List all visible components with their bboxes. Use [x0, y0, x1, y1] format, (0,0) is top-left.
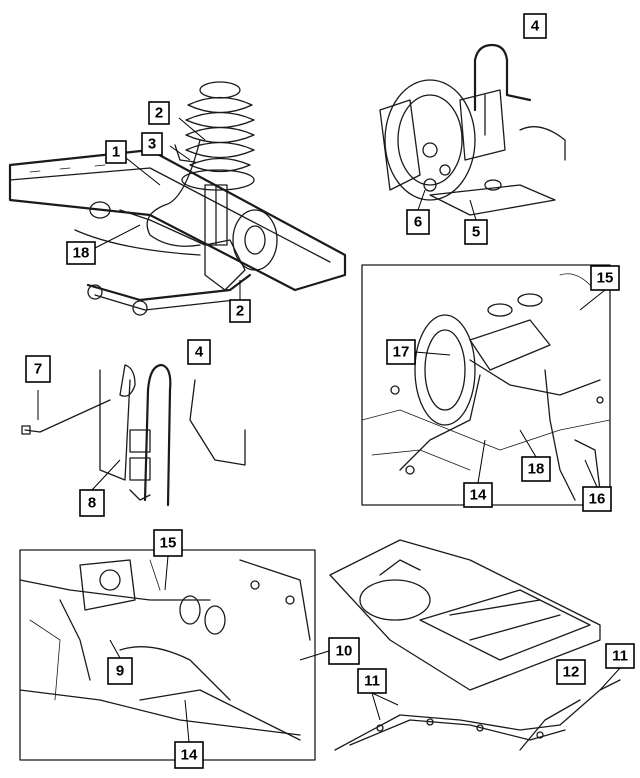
svg-text:18: 18	[73, 245, 90, 262]
callout-2-lower: 2	[229, 299, 251, 323]
svg-text:2: 2	[236, 303, 244, 320]
svg-text:15: 15	[160, 535, 177, 552]
svg-text:6: 6	[414, 214, 422, 231]
callout-18-upper: 18	[66, 241, 96, 265]
svg-text:4: 4	[531, 18, 540, 35]
master-cylinder-illustration	[361, 264, 611, 506]
callout-4-lower: 4	[187, 339, 211, 365]
callout-1: 1	[105, 140, 127, 164]
callout-7: 7	[25, 355, 51, 383]
callout-3: 3	[141, 132, 163, 156]
callout-14-lower: 14	[174, 741, 204, 769]
svg-text:9: 9	[116, 663, 124, 680]
callout-11-right: 11	[605, 643, 635, 669]
callout-15-lower: 15	[153, 529, 183, 557]
callout-5: 5	[464, 219, 488, 245]
brake-caliper-illustration	[379, 43, 566, 216]
wheel-well-bracket-illustration	[21, 363, 246, 507]
svg-text:5: 5	[472, 224, 480, 241]
callout-16: 16	[582, 486, 612, 512]
svg-text:15: 15	[597, 270, 614, 287]
callout-15-upper: 15	[590, 265, 620, 291]
callout-6: 6	[406, 209, 430, 235]
callout-10: 10	[328, 637, 360, 665]
callout-17: 17	[386, 339, 416, 365]
svg-text:12: 12	[563, 664, 580, 681]
callout-14-upper: 14	[463, 482, 493, 508]
engine-bay-illustration	[19, 549, 316, 761]
floor-pan-illustration	[329, 539, 621, 751]
callout-2-upper: 2	[148, 101, 170, 125]
svg-text:18: 18	[528, 461, 545, 478]
callout-4-upper: 4	[523, 13, 547, 39]
callout-18-lower: 18	[521, 456, 551, 482]
callout-11-left: 11	[357, 668, 387, 694]
svg-text:11: 11	[612, 648, 628, 665]
svg-text:7: 7	[34, 361, 42, 378]
svg-text:1: 1	[112, 144, 120, 161]
callout-9: 9	[107, 657, 133, 685]
svg-text:11: 11	[364, 673, 380, 690]
svg-text:3: 3	[148, 136, 156, 153]
svg-text:4: 4	[195, 344, 204, 361]
svg-text:14: 14	[470, 487, 487, 504]
svg-text:2: 2	[155, 105, 163, 122]
svg-text:16: 16	[589, 491, 606, 508]
svg-text:10: 10	[336, 643, 353, 660]
callout-12: 12	[556, 659, 586, 685]
svg-text:8: 8	[88, 495, 96, 512]
svg-text:17: 17	[393, 344, 410, 361]
rear-suspension-illustration	[8, 81, 347, 316]
svg-text:14: 14	[181, 747, 198, 764]
callout-8: 8	[79, 489, 105, 517]
leader-lines	[37, 20, 621, 743]
